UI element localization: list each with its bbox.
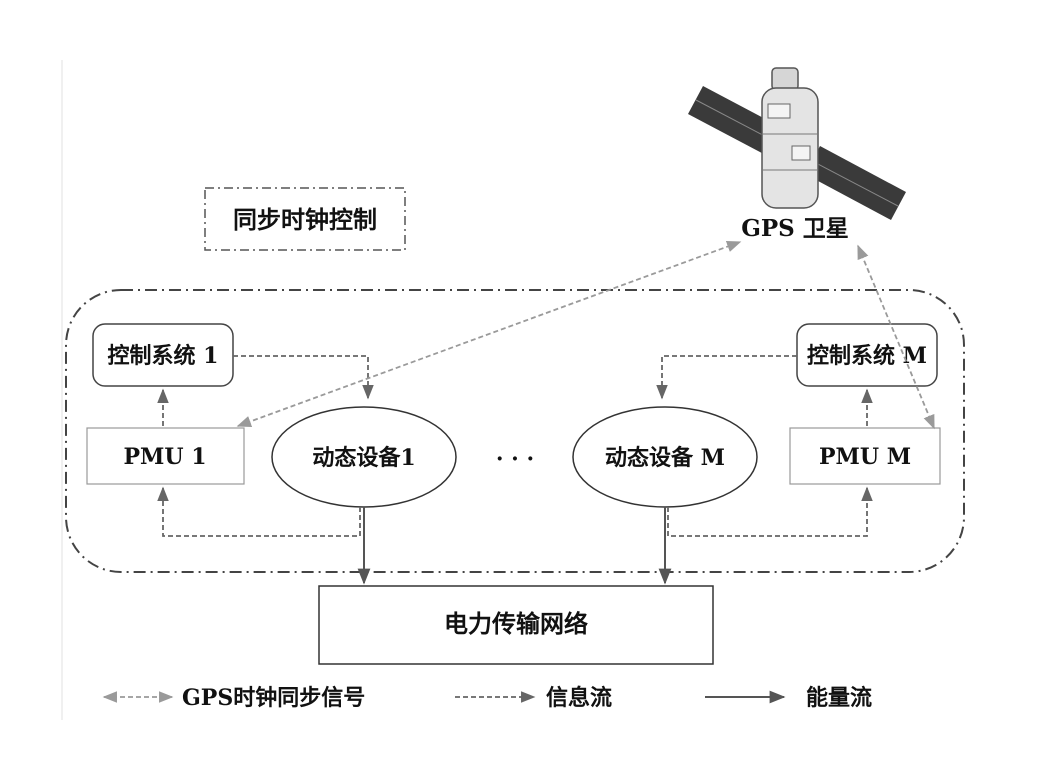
- control-system-1-box: [92, 323, 234, 387]
- control-system-1-label: 控制系统 1: [108, 343, 219, 369]
- power-network-box: [318, 585, 714, 665]
- ellipsis: · · ·: [496, 446, 534, 472]
- energy-flow-arrows: [357, 507, 672, 585]
- pmu-m-label: PMU M: [819, 444, 911, 470]
- legend: GPS时钟同步信号 信息流 能量流: [102, 685, 872, 711]
- control-system-m-label: 控制系统 M: [807, 343, 927, 369]
- legend-energy-label: 能量流: [806, 685, 872, 711]
- gps-sync-arrows: [236, 241, 935, 430]
- info-arrow-device1-to-pmu1: [157, 486, 361, 537]
- info-arrow-control1-to-device1: [233, 355, 374, 400]
- info-arrow-devicem-to-pmum: [667, 486, 873, 537]
- gps-arrow-satellite-to-pmum: [857, 244, 935, 430]
- legend-info-label: 信息流: [546, 685, 612, 711]
- sync-clock-label: 同步时钟控制: [233, 205, 377, 234]
- pmu-m-box: [789, 427, 941, 485]
- power-network-label: 电力传输网络: [444, 609, 588, 638]
- legend-gps-label: GPS时钟同步信号: [182, 685, 365, 711]
- info-arrow-controlm-to-devicem: [656, 355, 797, 400]
- dynamic-device-m-label: 动态设备 M: [605, 445, 725, 471]
- gps-arrow-satellite-to-pmu1: [236, 241, 742, 427]
- pmu-1-label: PMU 1: [123, 444, 206, 470]
- pmu-1-box: [86, 427, 245, 485]
- dynamic-device-1-label: 动态设备1: [312, 445, 415, 471]
- satellite-icon: [688, 67, 906, 220]
- satellite-label: GPS 卫星: [741, 215, 849, 242]
